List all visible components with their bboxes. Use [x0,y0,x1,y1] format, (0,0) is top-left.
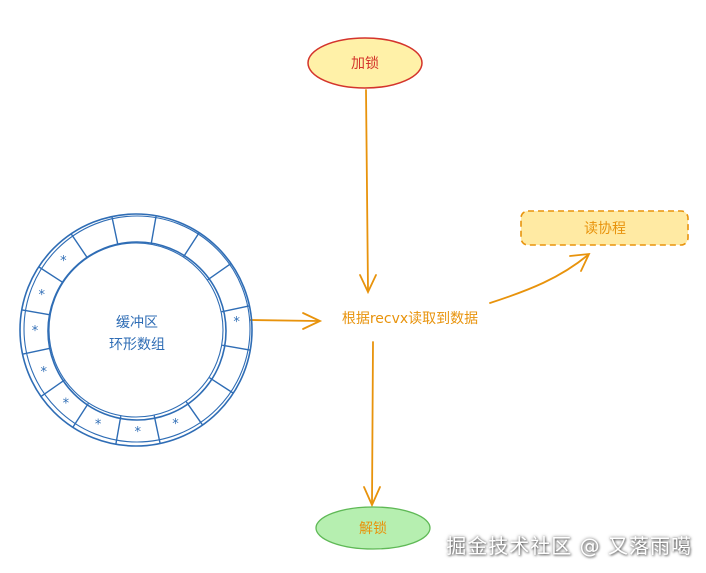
ring-slot-marker: * [40,365,47,380]
ring-slot-marker: * [95,418,102,433]
buffer-label-line1: 缓冲区 [116,315,158,331]
ring-slot-divider [70,233,88,258]
ring-slot-divider [153,415,161,444]
ring-slot-divider [41,379,65,397]
ring-slot-marker: * [233,315,240,330]
arrow-process-to-unlock [363,341,381,508]
ring-slot-marker: * [60,254,67,269]
ring-slot-marker: * [172,417,179,432]
ring-slot-divider [150,216,157,245]
ring-slot-divider [209,377,234,394]
ring-slot-divider [38,266,63,283]
read-goroutine-node: 读协程 [520,210,689,246]
ring-slot-divider [115,415,122,444]
ring-slot-marker: * [32,324,39,339]
ring-slot-divider [111,216,119,245]
ring-slot-marker: * [63,397,70,412]
arrow-buffer-to-process [249,312,323,330]
ring-slot-divider [22,309,51,316]
ring-slot-markers: * * * * * * * * * [32,254,241,440]
lock-node: 加锁 [307,37,423,89]
lock-label: 加锁 [351,56,379,72]
ring-slot-divider [207,263,231,281]
ring-slot-divider [183,232,200,257]
ring-slot-marker: * [38,288,45,303]
unlock-label: 解锁 [359,521,387,537]
ring-slot-divider [22,347,51,355]
ring-slot-marker: * [135,425,142,440]
arrow-process-to-read [489,252,591,304]
process-label: 根据recvx读取到数据 [342,310,478,327]
read-goroutine-label: 读协程 [584,220,626,237]
buffer-label-line2: 环形数组 [109,337,165,353]
ring-slot-divider [185,401,203,425]
ring-buffer [19,213,253,447]
ring-slot-divider [221,344,250,351]
watermark: 掘金技术社区 @ 又落雨噶 [446,534,692,558]
arrow-lock-to-process [359,89,377,295]
unlock-node: 解锁 [315,506,431,550]
ring-slot-divider [221,305,250,313]
ring-slot-divider [72,403,89,428]
